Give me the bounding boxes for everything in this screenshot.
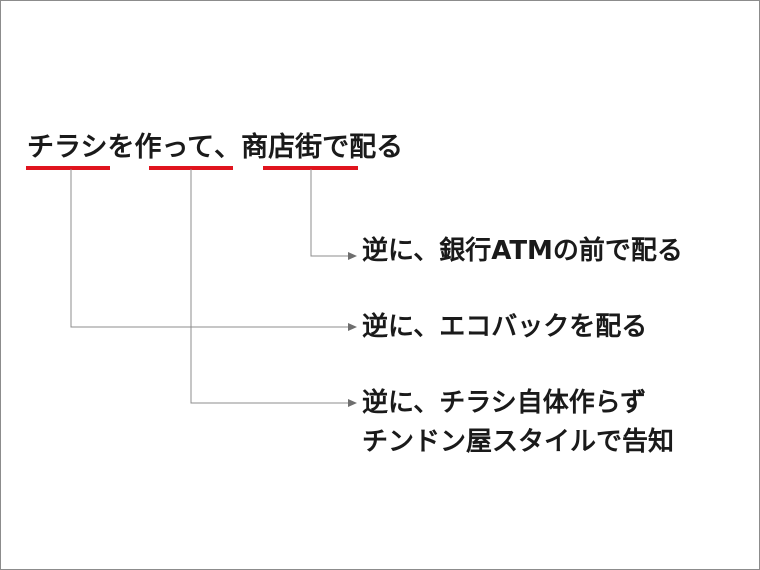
sentence-ending: で配る [322,132,404,163]
keyword-flyer: チラシ [27,132,108,163]
alternative-atm: 逆に、銀行ATMの前で配る [362,236,683,266]
connector-shopping-street [310,169,357,260]
alternative-chindonya-line2: チンドン屋スタイルで告知 [362,427,675,457]
sentence-comma: 、 [214,132,242,163]
connector-flyer [70,169,357,331]
main-sentence: チラシを作って、商店街で配る [27,128,403,168]
underline-make [149,166,233,170]
underline-flyer [26,166,110,170]
underline-shopping-street [263,166,358,170]
keyword-shopping-street: 商店街 [241,132,323,163]
connector-make [190,169,357,407]
sentence-particle: を [107,132,135,163]
alternative-chindonya-line1: 逆に、チラシ自体作らず [362,388,647,418]
alternative-eco-bag: 逆に、エコバックを配る [362,312,648,342]
keyword-make: 作って [134,132,215,163]
